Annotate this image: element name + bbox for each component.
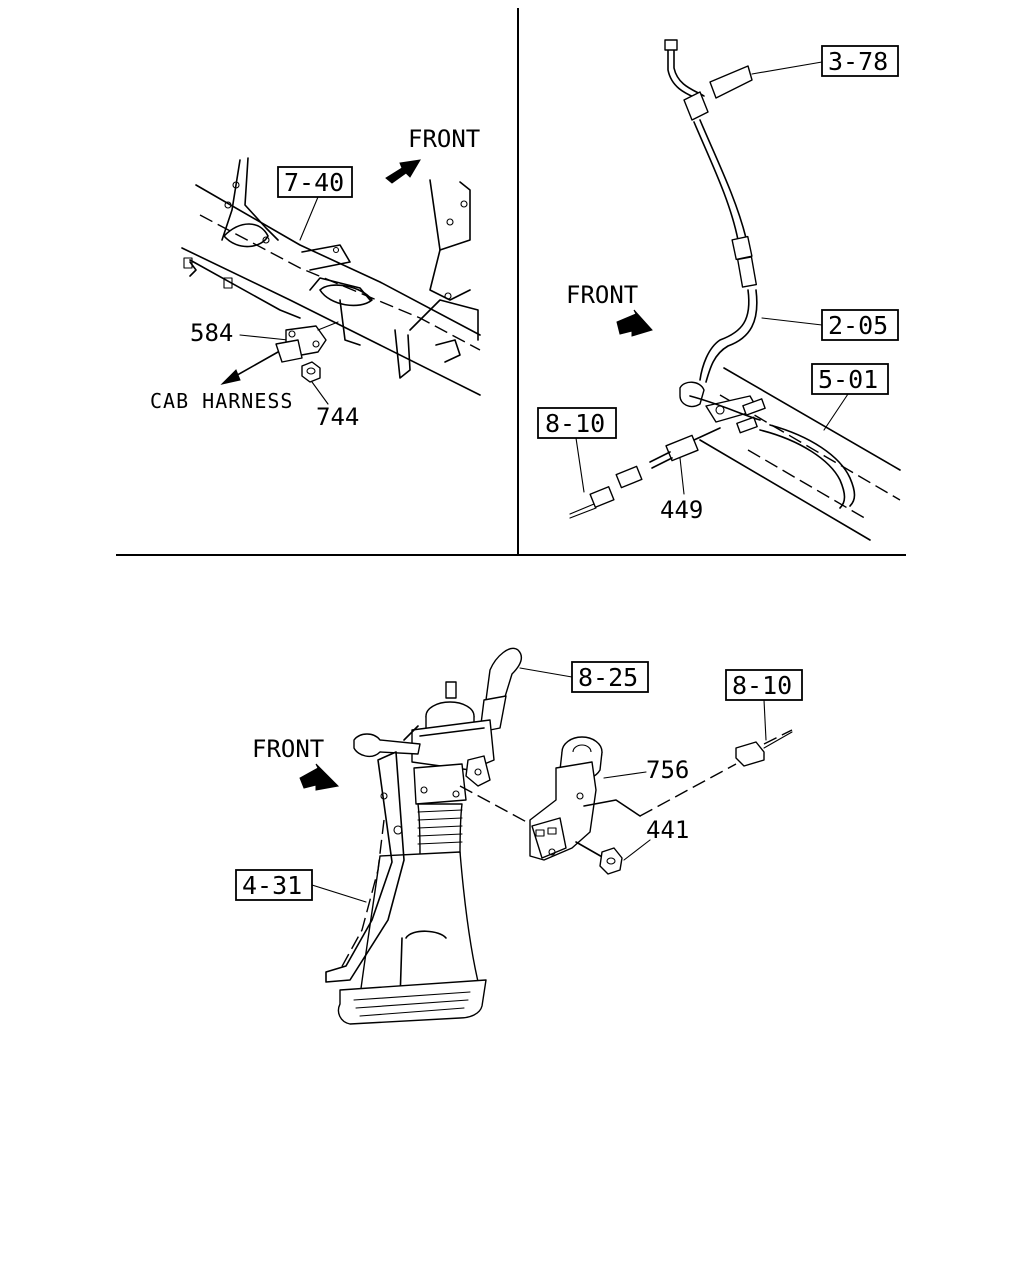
- sensor-449: [569, 427, 721, 519]
- ref-label-5-01: 5-01: [818, 365, 878, 394]
- connector-8-10: [735, 729, 793, 767]
- front-arrow-icon: [616, 309, 653, 337]
- ref-box-8-10: [537, 407, 617, 439]
- ref-label-8-25: 8-25: [578, 663, 638, 692]
- front-label: FRONT: [408, 125, 480, 153]
- ref-box-8-25: [571, 661, 649, 693]
- harness-arrow-icon: [220, 369, 241, 385]
- front-arrow-icon: [299, 763, 340, 791]
- part-label-744: 744: [316, 403, 359, 431]
- front-label: FRONT: [566, 281, 638, 309]
- ref-label-7-40: 7-40: [284, 168, 344, 197]
- panel-top-left: FRONT 7-40: [150, 125, 481, 431]
- ref-box-7-40: [277, 166, 353, 198]
- nut-744: [301, 361, 321, 383]
- ref-label-4-31: 4-31: [242, 871, 302, 900]
- panel-top-right: 3-78 FRONT 2-05 5-01: [537, 39, 901, 541]
- front-arrow-icon: [385, 159, 421, 184]
- part-label-441: 441: [646, 816, 689, 844]
- module-756: [529, 736, 641, 861]
- ref-box-5-01: [811, 363, 889, 395]
- frame-crossmember: [181, 157, 481, 396]
- part-label-584: 584: [190, 319, 233, 347]
- part-label-449: 449: [660, 496, 703, 524]
- panel-bottom: FRONT 8-25 8-10 4-31: [235, 647, 803, 1025]
- screw-441: [575, 841, 623, 875]
- connector-584: [275, 321, 339, 363]
- ref-box-8-10-bottom: [725, 669, 803, 701]
- ref-box-3-78: [821, 45, 899, 77]
- ref-label-8-10: 8-10: [545, 409, 605, 438]
- cab-harness-label: CAB HARNESS: [150, 389, 293, 413]
- ref-label-3-78: 3-78: [828, 47, 888, 76]
- ref-label-2-05: 2-05: [828, 311, 888, 340]
- ref-box-2-05: [821, 309, 899, 341]
- steering-column: [325, 647, 535, 1025]
- ref-label-8-10-bottom: 8-10: [732, 671, 792, 700]
- brake-hose: [664, 39, 758, 408]
- axle-housing: [689, 367, 901, 541]
- front-label: FRONT: [252, 735, 324, 763]
- part-label-756: 756: [646, 756, 689, 784]
